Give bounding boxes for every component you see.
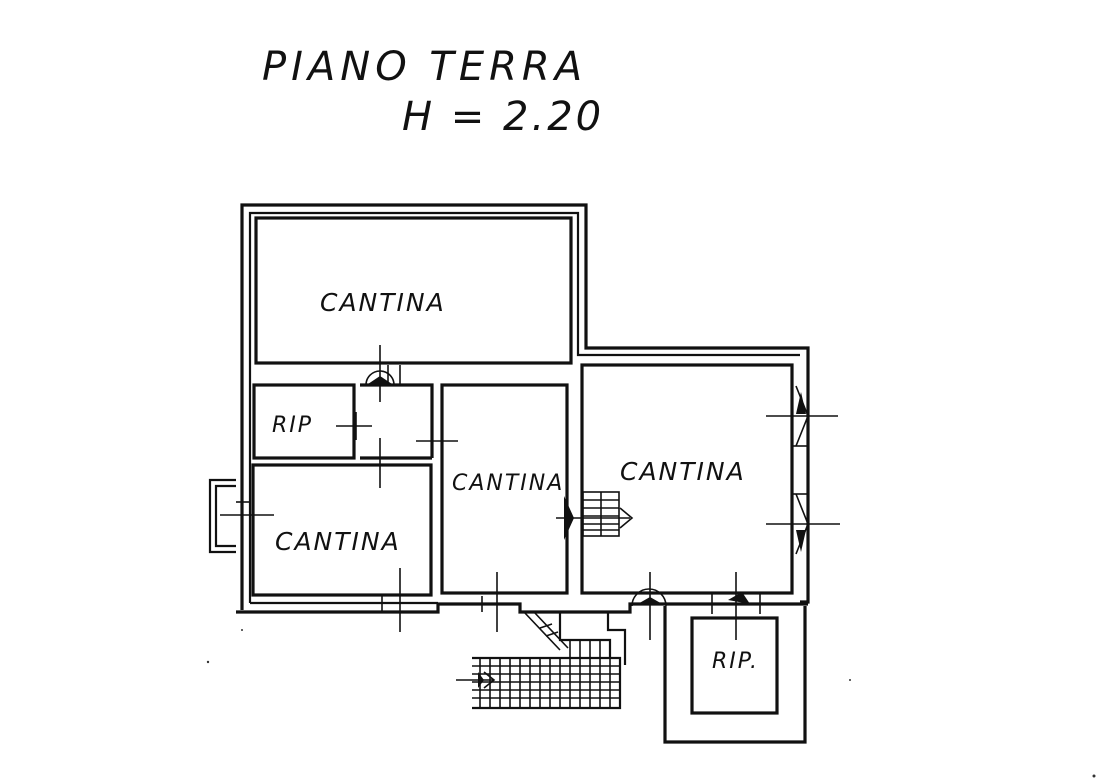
height-label: H = 2.20 [402, 94, 604, 140]
door-marks [220, 345, 840, 640]
room-label-rip-left: RIP [272, 413, 313, 438]
room-label-cantina-middle: CANTINA [452, 471, 564, 496]
scan-specks [206, 629, 1096, 778]
internal-stair [556, 491, 634, 540]
plan-title: PIANO TERRA [262, 44, 587, 90]
room-label-cantina-top: CANTINA [320, 288, 446, 317]
external-stair [456, 611, 627, 710]
room-label-cantina-bottom-left: CANTINA [275, 527, 401, 556]
room-label-cantina-right: CANTINA [620, 457, 746, 486]
room-label-rip-bottom-right: RIP. [712, 649, 759, 674]
outer-walls [208, 203, 810, 614]
room-walls [251, 216, 807, 744]
